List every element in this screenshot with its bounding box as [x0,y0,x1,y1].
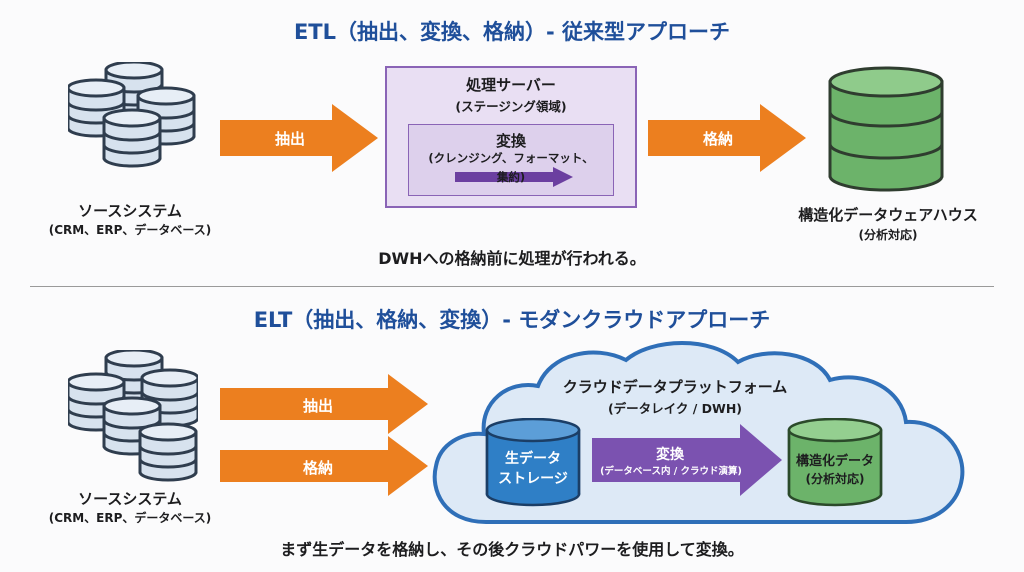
elt-title: ELT（抽出、格納、変換）- モダンクラウドアプローチ [253,308,771,332]
etl-transform-sub2: 集約) [496,170,526,184]
elt-source-label: ソースシステム [78,490,182,508]
etl-title: ETL（抽出、変換、格納）- 従来型アプローチ [293,20,731,44]
dwh-sub: (分析対応) [858,228,918,242]
cloud-sub: (データレイク / DWH) [607,401,743,416]
database-cluster-icon [68,62,196,168]
database-cluster-icon [68,350,198,482]
etl-source-sub: (CRM、ERP、データベース) [48,223,212,237]
elt-load-label: 格納 [302,459,333,477]
elt-source-sub: (CRM、ERP、データベース) [48,511,212,525]
etl-extract-arrow [220,104,378,172]
server-title: 処理サーバー [466,76,556,94]
etl-source-label: ソースシステム [78,202,182,220]
elt-caption: まず生データを格納し、その後クラウドパワーを使用して変換。 [280,540,744,559]
transform-box [408,124,614,196]
section-divider [30,286,994,287]
structured-label-1: 構造化データ [795,454,874,469]
elt-load-arrow [220,436,428,496]
dwh-label: 構造化データウェアハウス [798,206,978,224]
raw-storage-label-1: 生データ [505,451,561,467]
cylinder-icon [787,418,883,507]
structured-label-2: (分析対応) [805,472,865,486]
etl-transform-title: 変換 [495,132,526,150]
etl-extract-label: 抽出 [274,130,305,148]
elt-transform-arrow [592,424,782,496]
transform-flow-arrow [455,167,573,187]
etl-transform-sub1: (クレンジング、フォーマット、 [428,151,594,165]
etl-load-arrow [648,104,806,172]
server-sub: (ステージング領域) [455,99,567,114]
etl-load-label: 格納 [702,130,733,148]
elt-transform-title: 変換 [656,447,684,463]
raw-storage-label-2: ストレージ [498,471,568,487]
etl-caption: DWHへの格納前に処理が行われる。 [378,249,646,268]
cylinder-icon [485,418,581,507]
database-icon [828,66,944,192]
elt-extract-arrow [220,374,428,434]
cloud-title: クラウドデータプラットフォーム [562,378,788,396]
elt-transform-sub: (データベース内 / クラウド演算) [600,466,742,477]
elt-extract-label: 抽出 [302,397,333,415]
